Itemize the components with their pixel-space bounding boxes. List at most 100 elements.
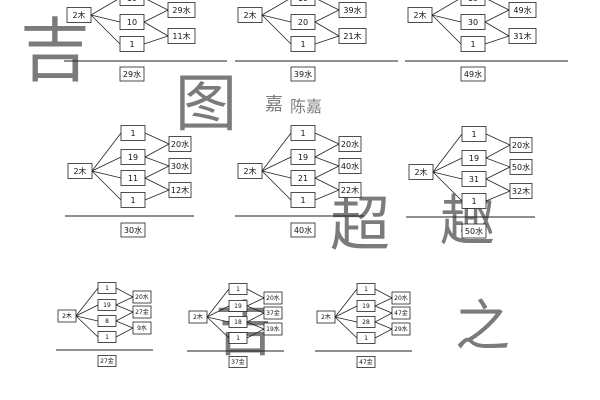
- number-label: 19: [127, 0, 137, 3]
- connector-line: [75, 287, 99, 317]
- result-box: [132, 321, 152, 335]
- number-box: [120, 149, 146, 165]
- connector-line: [485, 133, 511, 146]
- connector-line: [115, 304, 134, 313]
- number-box: [461, 171, 487, 187]
- connector-line: [314, 143, 340, 158]
- result-box: [391, 291, 411, 305]
- result-label: 22木: [341, 185, 359, 195]
- result-label: 50水: [512, 162, 530, 172]
- connector-line: [144, 132, 170, 145]
- number-label: 1: [300, 129, 305, 138]
- connector-line: [147, 0, 169, 11]
- total-sum-box: [290, 66, 316, 82]
- connector-line: [485, 157, 511, 168]
- number-box: [228, 332, 248, 344]
- connector-line: [432, 171, 463, 180]
- number-label: 19: [468, 0, 478, 3]
- connector-line: [206, 288, 230, 318]
- result-label: 20水: [135, 293, 149, 301]
- root-element-box: [188, 310, 208, 324]
- number-box: [97, 315, 117, 327]
- connector-line: [90, 0, 118, 16]
- connector-line: [246, 312, 265, 323]
- connector-line: [143, 35, 169, 45]
- total-sum-label: 47金: [359, 358, 373, 366]
- root-element-box: [408, 164, 434, 180]
- connector-line: [115, 287, 134, 298]
- connector-line: [314, 156, 340, 167]
- number-label: 1: [105, 334, 109, 341]
- number-label: 31: [469, 175, 479, 184]
- number-label: 19: [362, 303, 370, 310]
- connector-line: [314, 165, 340, 179]
- connector-line: [261, 170, 292, 179]
- result-box: [508, 28, 537, 44]
- result-box: [263, 291, 283, 305]
- result-label: 39水: [343, 5, 361, 15]
- connector-line: [431, 14, 462, 23]
- connector-line: [484, 21, 510, 37]
- result-label: 20水: [512, 140, 530, 150]
- number-box: [290, 149, 316, 165]
- number-box: [461, 126, 487, 142]
- result-label: 30水: [171, 161, 189, 171]
- number-box: [119, 36, 145, 52]
- total-sum-label: 37金: [231, 358, 245, 366]
- result-box: [391, 306, 411, 320]
- connector-line: [115, 327, 134, 338]
- number-label: 1: [364, 286, 368, 293]
- number-box: [356, 332, 376, 344]
- number-label: 19: [103, 302, 111, 309]
- result-box: [338, 158, 362, 174]
- connector-line: [485, 166, 511, 180]
- tree-diagram: 2木1910129水11木29水: [64, 0, 227, 82]
- connector-line: [91, 156, 122, 172]
- total-sum-label: 39水: [294, 69, 312, 79]
- root-element-label: 2木: [321, 313, 331, 321]
- number-box: [356, 300, 376, 312]
- connector-line: [374, 321, 393, 330]
- number-label: 1: [129, 40, 134, 49]
- result-label: 37金: [266, 309, 280, 317]
- connector-line: [206, 316, 230, 323]
- connector-line: [374, 328, 393, 339]
- result-label: 49水: [513, 5, 531, 15]
- number-label: 1: [130, 129, 135, 138]
- connector-line: [115, 311, 134, 322]
- total-sum-box: [356, 356, 376, 368]
- number-box: [97, 282, 117, 294]
- number-box: [97, 299, 117, 311]
- number-label: 10: [127, 18, 137, 27]
- number-label: 19: [469, 154, 479, 163]
- connector-line: [484, 35, 510, 45]
- result-label: 27金: [135, 308, 149, 316]
- result-label: 20水: [394, 294, 408, 302]
- connector-line: [206, 316, 230, 339]
- number-label: 1: [130, 196, 135, 205]
- number-label: 1: [471, 197, 476, 206]
- connector-line: [374, 297, 393, 307]
- result-box: [168, 158, 192, 174]
- result-label: 20水: [266, 294, 280, 302]
- number-box: [120, 170, 146, 186]
- result-label: 47金: [394, 309, 408, 317]
- number-label: 1: [105, 285, 109, 292]
- number-box: [120, 192, 146, 208]
- number-label: 8: [105, 318, 109, 325]
- tree-diagram: 2木1920139水21木39水: [235, 0, 398, 82]
- connector-line: [374, 288, 393, 299]
- connector-line: [75, 315, 99, 322]
- result-label: 31木: [513, 31, 531, 41]
- connector-line: [334, 316, 358, 323]
- connector-line: [261, 156, 292, 172]
- connector-line: [318, 0, 340, 11]
- root-element-label: 2木: [243, 10, 256, 20]
- total-sum-box: [97, 355, 117, 367]
- number-box: [460, 14, 486, 30]
- number-box: [120, 125, 146, 141]
- connector-line: [90, 14, 121, 45]
